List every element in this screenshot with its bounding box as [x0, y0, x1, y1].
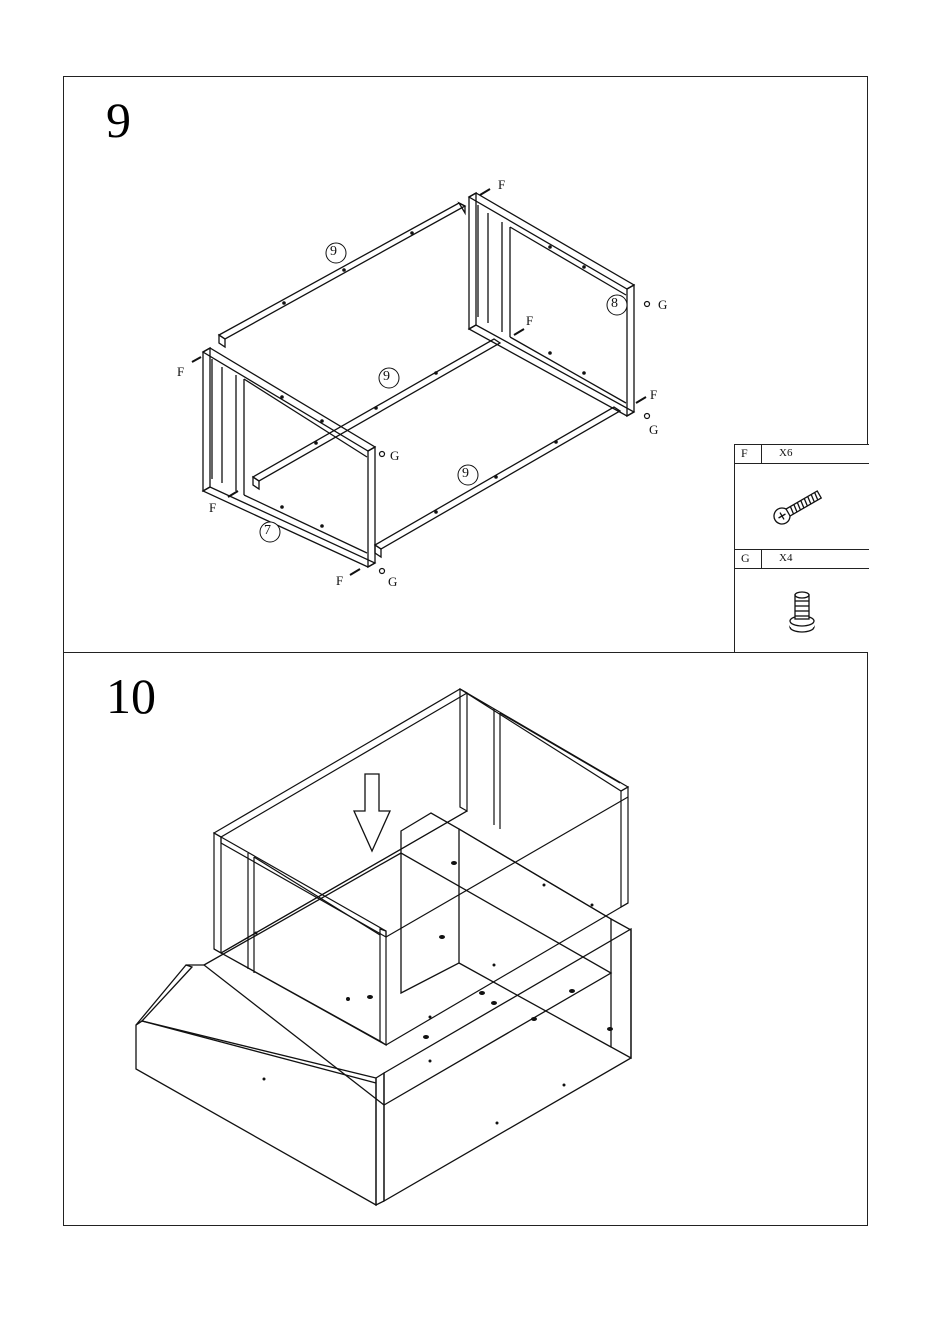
part-label-rail-front: 9: [462, 466, 469, 482]
bolt-icon: [735, 569, 869, 653]
screw-label: F: [336, 573, 343, 589]
cabinet-body: [136, 813, 631, 1205]
bolt-label: G: [649, 422, 658, 438]
part-label-rail-back: 9: [330, 244, 337, 260]
screw-label: F: [526, 313, 533, 329]
part-label-side-frame-right: 8: [611, 296, 618, 312]
hardware-legend: F X6 G X4: [734, 444, 869, 653]
cabinet-holes: [255, 861, 614, 1125]
legend-quantity: X4: [779, 552, 792, 564]
part-label-side-frame-left: 7: [264, 523, 271, 539]
legend-image-bolt: [735, 569, 869, 653]
down-arrow-icon: [354, 774, 390, 851]
screw-label: F: [209, 500, 216, 516]
step-10-diagram: [64, 653, 869, 1227]
legend-quantity: X6: [779, 447, 792, 459]
legend-divider: [761, 550, 762, 568]
metal-frame: [214, 689, 628, 1045]
legend-divider: [761, 445, 762, 463]
legend-row-screw: F X6: [735, 445, 869, 464]
screw-label: F: [177, 364, 184, 380]
screw-label: F: [498, 177, 505, 193]
step-10-panel: 10: [63, 652, 868, 1226]
part-circles: [260, 243, 627, 542]
legend-letter: F: [741, 446, 748, 461]
screw-label: F: [650, 387, 657, 403]
left-side-frame: [203, 348, 375, 567]
bolt-label: G: [390, 448, 399, 464]
back-rail: [219, 203, 465, 347]
front-rail: [375, 407, 620, 557]
step-9-panel: 9: [63, 76, 868, 653]
bolt-label: G: [658, 297, 667, 313]
screw-icon: [735, 464, 869, 549]
legend-row-bolt: G X4: [735, 550, 869, 569]
part-label-rail-middle: 9: [383, 369, 390, 385]
legend-letter: G: [741, 551, 750, 566]
bolt-markers: [380, 302, 650, 574]
legend-image-screw: [735, 464, 869, 550]
bolt-label: G: [388, 574, 397, 590]
